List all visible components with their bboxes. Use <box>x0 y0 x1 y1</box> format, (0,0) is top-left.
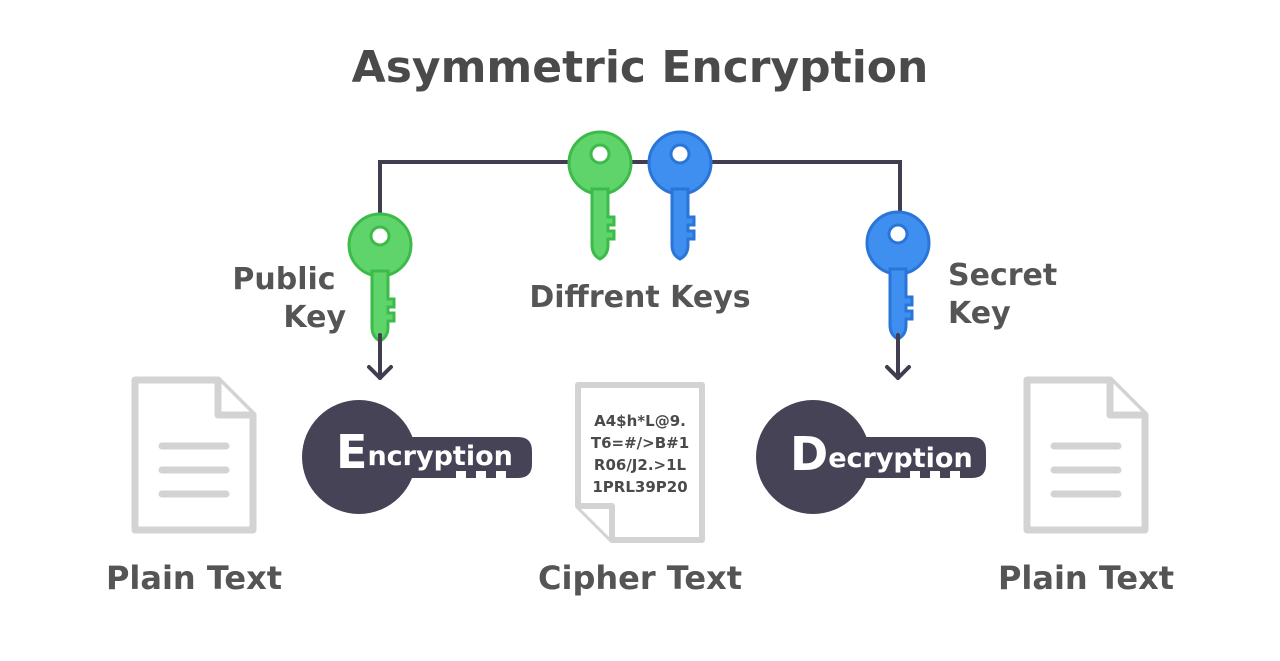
plain-text-right-label: Plain Text <box>998 559 1174 597</box>
page-title: Asymmetric Encryption <box>352 42 929 93</box>
public-key-green-key-icon <box>347 212 413 343</box>
public-key-label: Public Key <box>232 262 346 335</box>
different-keys-label: Diffrent Keys <box>529 280 750 315</box>
public-key-label-line2: Key <box>283 300 346 335</box>
cipher-text-content: A4$h*L@9. T6=#/>B#1 R06/J2.>1L 1PRL39P20 <box>591 412 689 496</box>
cipher-line-1: A4$h*L@9. <box>594 412 686 430</box>
plain-text-left-document-icon <box>131 376 257 534</box>
secret-key-blue-key-icon <box>865 210 931 341</box>
arrow-down-left <box>367 333 393 380</box>
decryption-rest: ecryption <box>828 443 973 474</box>
encryption-label: Encryption <box>336 425 513 479</box>
decryption-key-shape <box>756 400 986 514</box>
key-connector-line <box>378 160 902 232</box>
secret-key-label-line1: Secret <box>948 258 1057 293</box>
cipher-text-label: Cipher Text <box>538 559 742 597</box>
cipher-line-3: R06/J2.>1L <box>594 456 687 474</box>
different-keys-blue-key-icon <box>647 130 713 261</box>
different-keys-green-key-icon <box>567 130 633 261</box>
cipher-line-4: 1PRL39P20 <box>592 478 687 496</box>
encryption-initial: E <box>336 425 367 479</box>
cipher-line-2: T6=#/>B#1 <box>591 434 689 452</box>
plain-text-right-document-icon <box>1023 376 1149 534</box>
plain-text-left-label: Plain Text <box>106 559 282 597</box>
public-key-label-line1: Public <box>232 262 335 297</box>
secret-key-label-line2: Key <box>948 296 1011 331</box>
secret-key-label: Secret Key <box>948 258 1068 331</box>
encryption-key-shape <box>302 400 532 514</box>
decryption-initial: D <box>790 427 828 481</box>
arrow-down-right <box>885 333 911 380</box>
cipher-document-icon <box>575 382 705 543</box>
decryption-label: Decryption <box>790 427 973 481</box>
encryption-rest: ncryption <box>367 441 512 472</box>
